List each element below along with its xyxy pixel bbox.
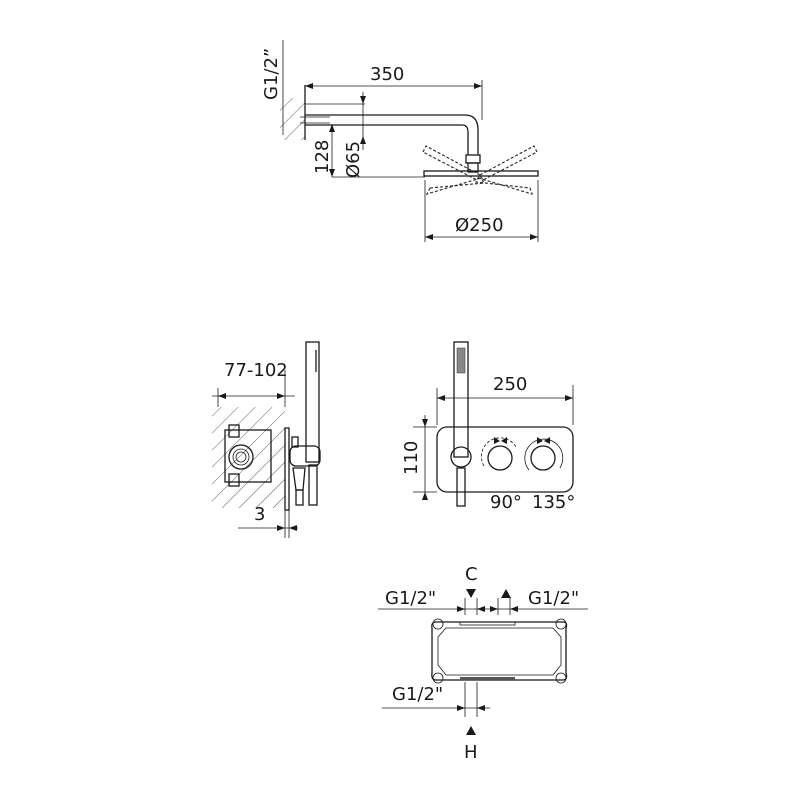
wall-hatch xyxy=(280,98,305,140)
shower-head xyxy=(423,170,539,177)
knob-left xyxy=(480,437,517,471)
head-diameter-label: Ø250 xyxy=(455,215,504,236)
knob-right-rotation: 135° xyxy=(532,492,575,513)
hot-label: H xyxy=(464,742,478,763)
bottom-thread: G1/2" xyxy=(392,684,443,705)
side-view: 77-102 3 xyxy=(212,341,321,538)
cold-inlet-arrow xyxy=(466,589,476,598)
valve-body xyxy=(224,429,272,483)
arm-length-label: 350 xyxy=(370,64,404,85)
height-label: 110 xyxy=(401,441,422,475)
drop-height-label: 128 xyxy=(312,140,333,174)
knob-right xyxy=(524,437,564,471)
flange-diameter-label: Ø65 xyxy=(343,141,364,178)
shower-arm-view: G1/2” 350 Ø65 128 Ø250 xyxy=(261,40,539,242)
cold-label: C xyxy=(465,564,478,585)
plate-thickness-label: 3 xyxy=(254,504,265,525)
cover-plate xyxy=(284,427,290,511)
shower-arm xyxy=(305,114,479,155)
inlet-right-thread: G1/2" xyxy=(528,588,579,609)
depth-label: 77-102 xyxy=(224,360,288,381)
hand-shower-front xyxy=(453,341,469,458)
knob-left-rotation: 90° xyxy=(490,492,522,513)
front-view: 250 110 90° 135° xyxy=(401,341,575,513)
front-plate xyxy=(436,426,574,493)
hot-inlet-arrow xyxy=(466,726,476,735)
wall-section-hatch xyxy=(212,407,285,508)
connections-view: C G1/2" G1/2" G1/2" H xyxy=(378,564,588,763)
thread-label: G1/2” xyxy=(261,48,282,100)
valve-body-top xyxy=(431,621,568,681)
width-label: 250 xyxy=(493,374,527,395)
hand-shower xyxy=(305,341,320,463)
outlet-arrow xyxy=(501,589,511,598)
inlet-left-thread: G1/2" xyxy=(385,588,436,609)
